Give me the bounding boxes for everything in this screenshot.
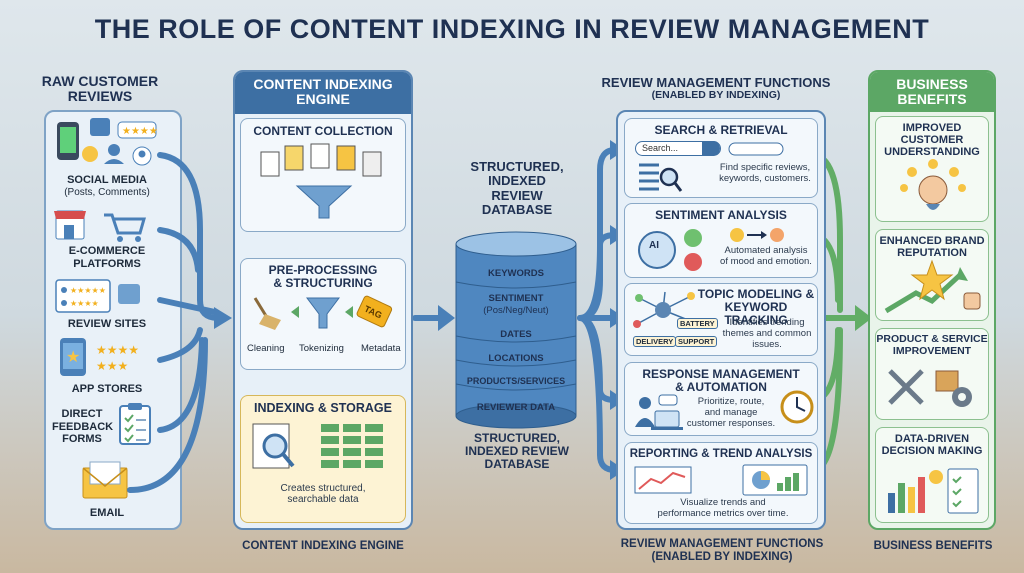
field-dates: DATES [500,329,532,340]
database-top-label: STRUCTURED, INDEXED REVIEW DATABASE [470,159,564,217]
engine-header: CONTENT INDEXING ENGINE [235,72,411,114]
ecommerce-icon [52,205,162,245]
topic-title: TOPIC MODELING & KEYWORD TRACKING [697,287,815,328]
topic-desc: Identifies trending themes and common is… [722,317,812,350]
social-media-icon-group: ★★★★ [52,116,162,174]
key-icon [728,142,784,156]
page-title: THE ROLE OF CONTENT INDEXING IN REVIEW M… [94,14,930,44]
search-input[interactable]: Search... [635,140,721,156]
clipboard-icon [116,402,156,448]
function-response-management: RESPONSE MANAGEMENT & AUTOMATION Priorit… [624,362,818,436]
app-store-icon: ★ ★★★★ ★★★ [52,336,162,380]
functions-header: REVIEW MANAGEMENT FUNCTIONS (ENABLED BY … [601,75,831,102]
search-icon[interactable] [702,140,720,156]
lightbulb-head-icon [900,159,966,211]
index-table-icon [252,423,383,469]
review-sites-icon: ★★★★★ ★★★★ [52,278,162,314]
magnifier-list-icon [639,163,683,192]
field-sentiment-values: (Pos/Neg/Neut) [483,305,549,316]
step-metadata: Metadata [361,343,401,354]
benefit-customer-understanding: IMPROVED CUSTOMER UNDERSTANDING [875,116,989,222]
svg-text:★: ★ [66,349,80,366]
preprocessing-title: PRE-PROCESSING & STRUCTURING [268,263,378,291]
field-sentiment: SENTIMENT [488,293,544,304]
indexing-storage-title: INDEXING & STORAGE [254,401,392,415]
step-tokenizing: Tokenizing [299,343,344,354]
function-reporting-trends: REPORTING & TREND ANALYSIS Visualize tre… [624,442,818,524]
clock-icon [780,390,814,424]
sentiment-desc: Automated analysis of mood and emotion. [720,245,812,267]
svg-text:★★★★: ★★★★ [122,126,158,137]
function-search-retrieval: SEARCH & RETRIEVAL Search... Find specif… [624,118,818,198]
tag-battery: BATTERY [677,318,718,329]
response-desc: Prioritize, route, and manage customer r… [686,396,776,429]
envelope-icon [80,460,130,500]
ai-face-icon: AI [638,229,702,271]
source-app-stores: APP STORES [71,383,143,395]
field-locations: LOCATIONS [488,353,544,364]
source-email: EMAIL [89,507,125,519]
svg-text:★★★★: ★★★★ [70,299,99,308]
reporting-desc: Visualize trends and performance metrics… [657,497,789,519]
svg-text:★★★★★: ★★★★★ [70,286,106,295]
field-reviewer-data: REVIEWER DATA [476,402,556,413]
raw-reviews-header: RAW CUSTOMER REVIEWS [41,73,159,105]
preprocessing-icons: TAG [253,296,393,331]
svg-text:AI: AI [649,240,659,251]
documents-funnel-icon [260,143,382,219]
preprocessing-card: PRE-PROCESSING & STRUCTURING TAG Cleanin… [240,258,406,370]
svg-text:★★★: ★★★ [96,359,128,373]
source-review-sites: REVIEW SITES [67,318,147,330]
source-social-media: SOCIAL MEDIA(Posts, Comments) [64,174,150,198]
benefit-product-improvement: PRODUCT & SERVICE IMPROVEMENT [875,328,989,420]
content-collection-card: CONTENT COLLECTION [240,118,406,232]
indexing-storage-card: INDEXING & STORAGE Creates structured, s… [240,395,406,523]
response-title: RESPONSE MANAGEMENT & AUTOMATION [642,367,800,395]
function-sentiment-analysis: SENTIMENT ANALYSIS AI Automated analysis… [624,203,818,278]
field-products-services: PRODUCTS/SERVICES [466,376,566,386]
benefits-footer: BUSINESS BENEFITS [873,540,993,552]
engine-footer: CONTENT INDEXING ENGINE [242,540,404,552]
search-desc: Find specific reviews, keywords, custome… [719,162,811,184]
chart-checklist-icon [888,468,979,514]
content-collection-title: CONTENT COLLECTION [253,124,393,138]
benefit-data-driven-decisions: DATA-DRIVEN DECISION MAKING [875,427,989,523]
tag-support: SUPPORT [675,336,718,347]
benefits-header: BUSINESS BENEFITS [870,72,994,112]
database-bottom-label: STRUCTURED, INDEXED REVIEW DATABASE [464,431,569,472]
field-keywords: KEYWORDS [488,268,544,279]
tools-gear-icon [888,369,972,408]
tag-delivery: DELIVERY [633,336,677,347]
star-growth-icon [884,259,981,314]
storage-description: Creates structured, searchable data [280,482,366,506]
raw-reviews-panel [44,110,182,530]
benefit-brand-reputation: ENHANCED BRAND REPUTATION [875,229,989,321]
step-cleaning: Cleaning [247,343,285,354]
mood-arrow-icon [730,228,784,242]
agent-laptop-icon [635,394,683,430]
function-topic-modeling: TOPIC MODELING & KEYWORD TRACKING BATTER… [624,283,818,356]
functions-footer: REVIEW MANAGEMENT FUNCTIONS (ENABLED BY … [620,538,824,563]
trend-charts-icon [634,464,808,496]
database-cylinder: KEYWORDS SENTIMENT (Pos/Neg/Neut) DATES … [455,231,577,429]
svg-text:★★★★: ★★★★ [96,343,139,357]
